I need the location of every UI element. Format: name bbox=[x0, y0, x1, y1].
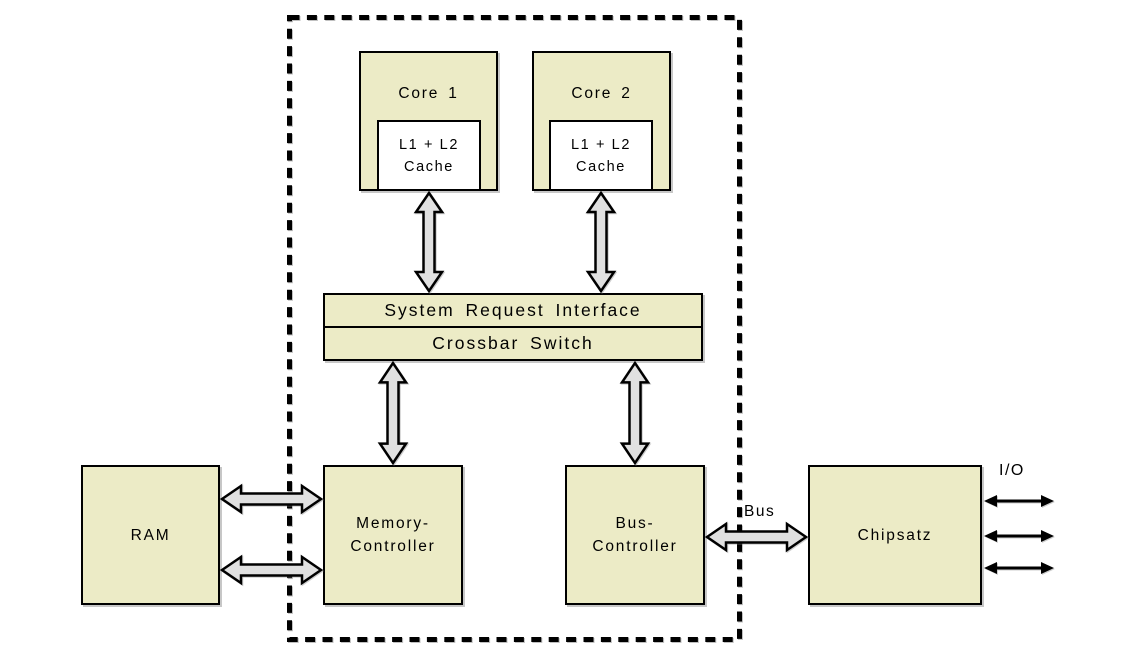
core2-cache-line1: L1 + L2 bbox=[571, 136, 631, 153]
bus-controller-line1: Bus- bbox=[615, 515, 655, 532]
double-arrow-core1-sri-icon bbox=[413, 190, 445, 294]
double-arrow-crossbar-memory-controller-icon bbox=[377, 360, 409, 466]
crossbar-switch-row: Crossbar Switch bbox=[325, 328, 701, 359]
chipsatz-label: Chipsatz bbox=[857, 526, 933, 544]
double-arrow-core2-sri-icon bbox=[585, 190, 617, 294]
core1-cache-box: L1 + L2 Cache bbox=[377, 120, 481, 191]
core1-cache-line1: L1 + L2 bbox=[399, 136, 459, 153]
system-request-interface-row: System Request Interface bbox=[325, 295, 701, 328]
ram-label: RAM bbox=[130, 526, 171, 544]
memory-controller-line1: Memory- bbox=[356, 515, 430, 532]
io-arrow-1-icon bbox=[984, 495, 1054, 507]
core2-label: Core 2 bbox=[571, 85, 632, 102]
core2-cache-box: L1 + L2 Cache bbox=[549, 120, 653, 191]
ram-box: RAM bbox=[81, 465, 220, 605]
chipsatz-box: Chipsatz bbox=[808, 465, 982, 605]
bus-controller-line2: Controller bbox=[592, 538, 678, 555]
interconnect-box: System Request Interface Crossbar Switch bbox=[323, 293, 703, 361]
bus-label: Bus bbox=[744, 503, 776, 520]
io-arrow-3-icon bbox=[984, 562, 1054, 574]
io-arrow-2-icon bbox=[984, 530, 1054, 542]
bus-controller-box: Bus- Controller bbox=[565, 465, 705, 605]
core1-cache-line2: Cache bbox=[404, 158, 454, 175]
io-label: I/O bbox=[999, 462, 1025, 479]
core1-label: Core 1 bbox=[398, 85, 459, 102]
memory-controller-line2: Controller bbox=[350, 538, 436, 555]
crossbar-switch-label: Crossbar Switch bbox=[432, 333, 594, 353]
system-request-interface-label: System Request Interface bbox=[384, 300, 642, 320]
double-arrow-ram-memory-lower-icon bbox=[219, 554, 324, 586]
double-arrow-crossbar-bus-controller-icon bbox=[619, 360, 651, 466]
core2-cache-line2: Cache bbox=[576, 158, 626, 175]
memory-controller-box: Memory- Controller bbox=[323, 465, 463, 605]
double-arrow-bus-controller-chipsatz-icon bbox=[704, 521, 809, 553]
double-arrow-ram-memory-upper-icon bbox=[219, 483, 324, 515]
